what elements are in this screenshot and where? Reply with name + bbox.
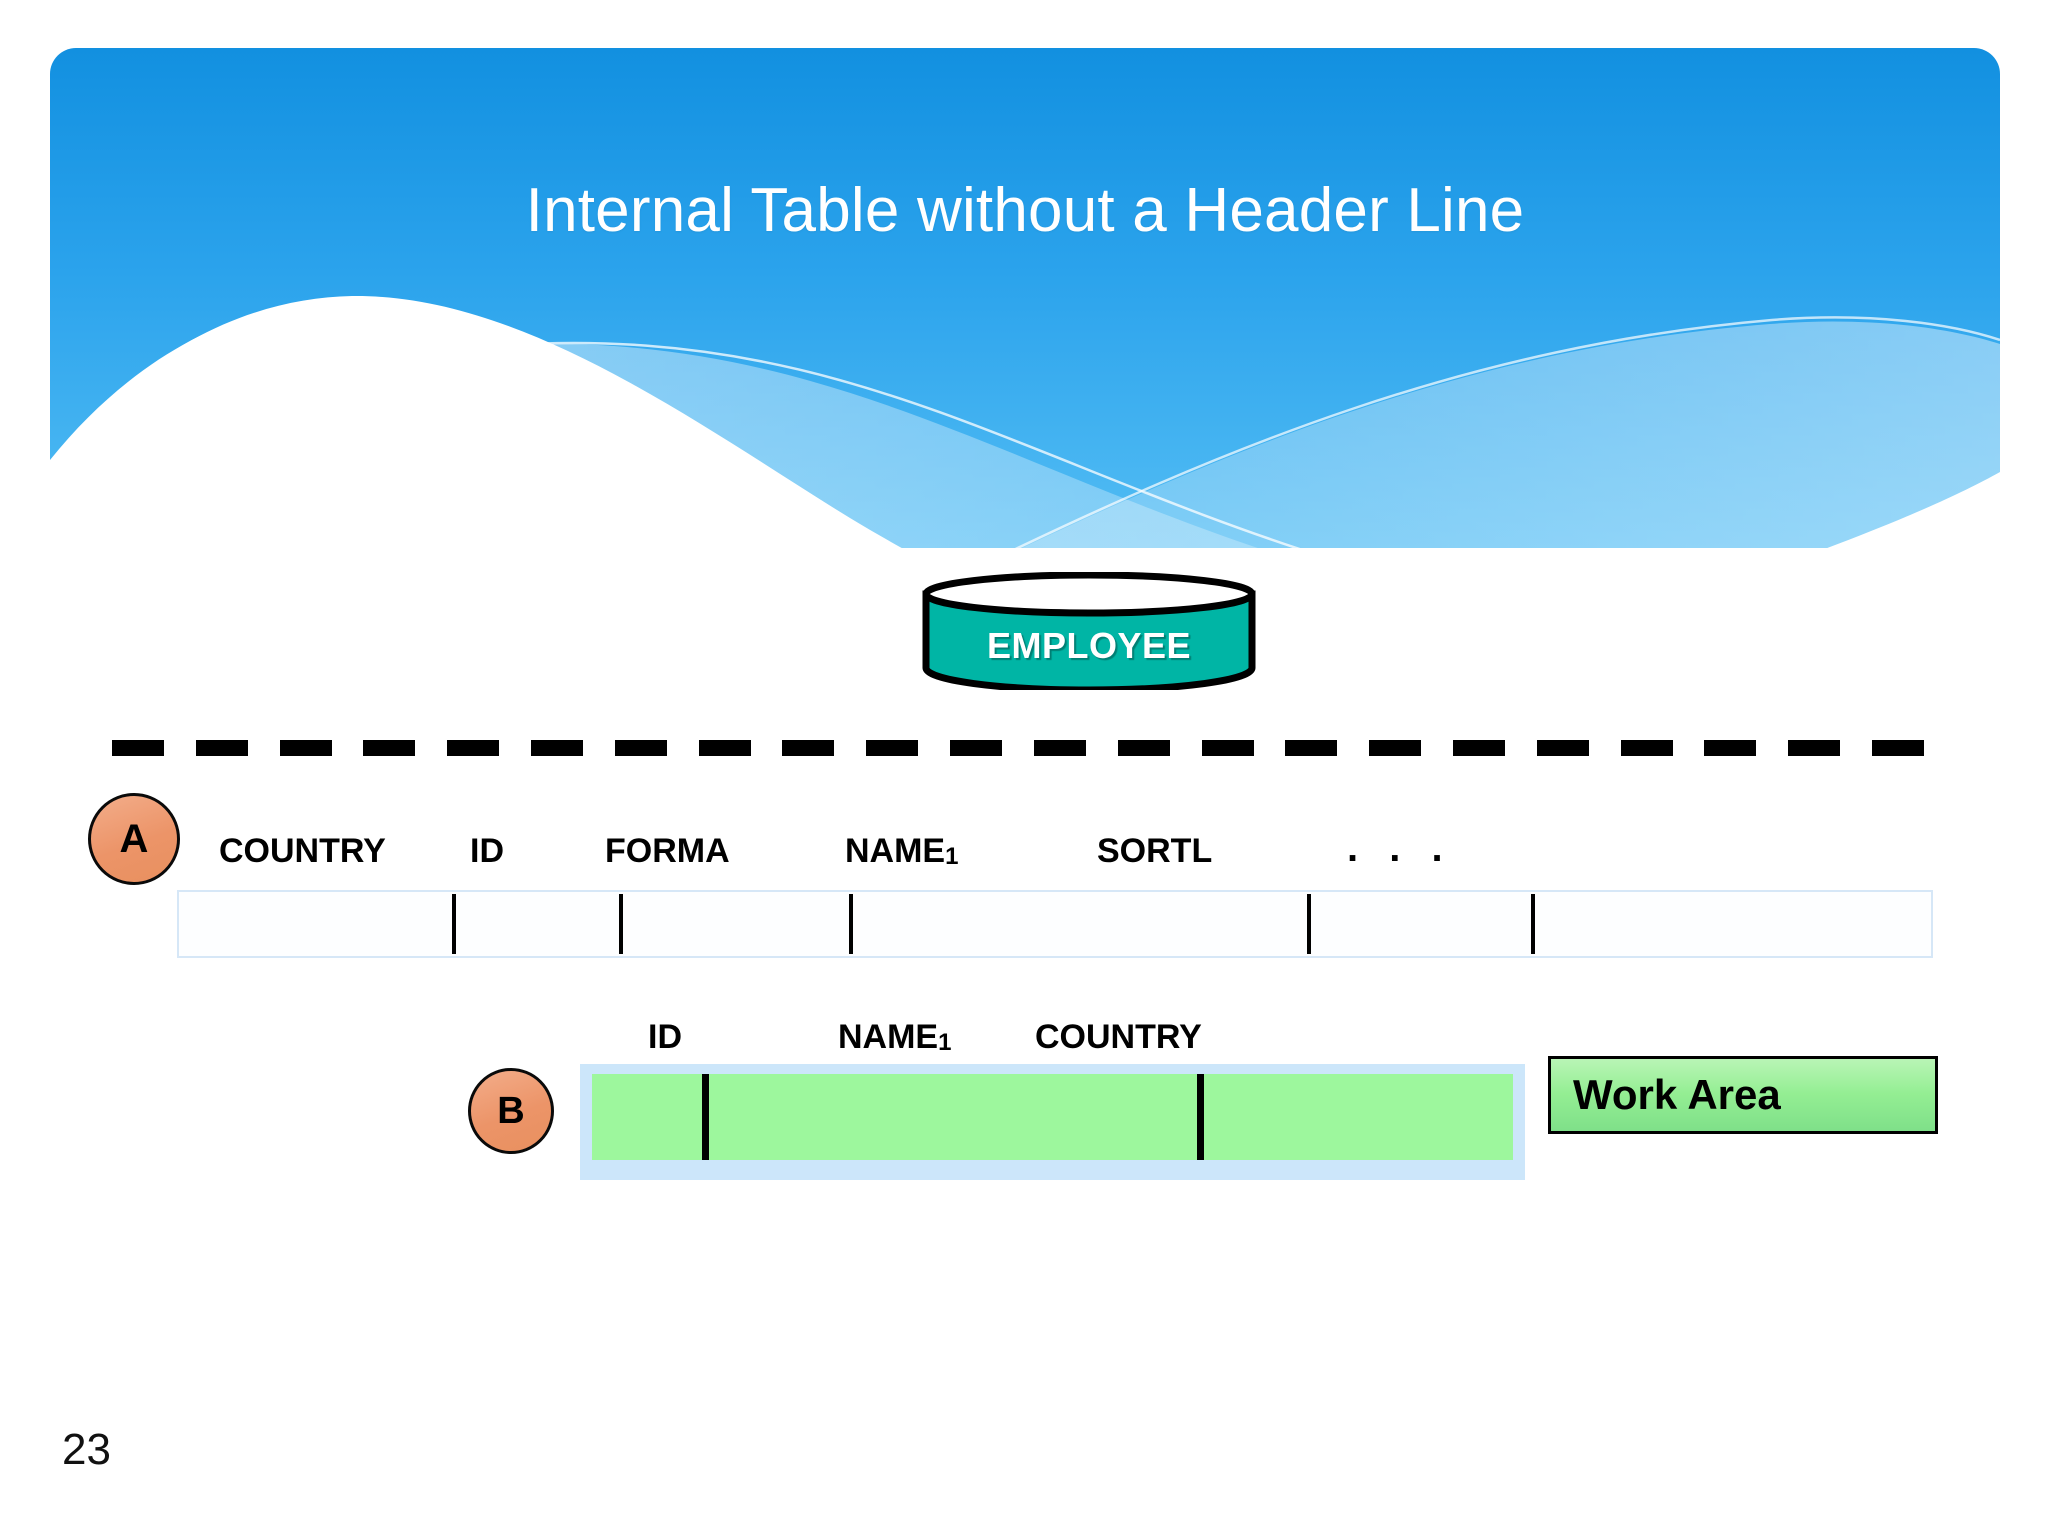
dash-segment [195, 740, 248, 756]
header-wave-graphic [50, 48, 2000, 548]
dash-segment [1452, 740, 1505, 756]
column-divider [1531, 894, 1535, 954]
work-area-legend-label: Work Area [1573, 1071, 1781, 1118]
dash-segment [782, 740, 835, 756]
column-subscript: 1 [938, 1029, 952, 1056]
column-divider [849, 894, 853, 954]
marker-b: B [468, 1068, 554, 1154]
dash-segment [1033, 740, 1086, 756]
column-divider [452, 894, 456, 954]
wa-column-divider [1197, 1074, 1204, 1160]
dash-segment [1536, 740, 1589, 756]
dash-segment [447, 740, 500, 756]
wa-column-header-country: COUNTRY [1035, 1018, 1202, 1056]
column-divider [1307, 894, 1311, 954]
dash-segment [1620, 740, 1673, 756]
dash-segment [698, 740, 751, 756]
dash-segment [279, 740, 332, 756]
dash-segment [1704, 740, 1757, 756]
work-area-column-headers: ID NAME1 COUNTRY [580, 1018, 1480, 1064]
wa-column-header-name: NAME1 [838, 1018, 952, 1056]
dash-segment [1201, 740, 1254, 756]
marker-a: A [88, 793, 180, 885]
column-header-name: NAME1 [845, 832, 959, 870]
dash-segment [614, 740, 667, 756]
work-area-row [580, 1064, 1525, 1180]
column-header-forma: FORMA [605, 832, 730, 870]
page-title: Internal Table without a Header Line [525, 176, 1525, 245]
dash-segment [866, 740, 919, 756]
internal-table-row [177, 890, 1933, 958]
dash-segment [363, 740, 416, 756]
dash-segment [1285, 740, 1338, 756]
page-number: 23 [62, 1425, 111, 1474]
wa-column-header-id: ID [648, 1018, 682, 1056]
dash-segment [112, 740, 164, 756]
dash-segment [1872, 740, 1924, 756]
dashed-separator [112, 740, 1924, 756]
dash-segment [1117, 740, 1170, 756]
database-label: EMPLOYEE [986, 625, 1192, 666]
internal-table-column-headers: COUNTRY ID FORMA NAME1 SORTL . . . [177, 826, 1677, 880]
column-subscript: 1 [945, 843, 959, 870]
column-header-sortl: SORTL [1097, 832, 1213, 870]
dash-segment [1788, 740, 1841, 756]
dash-segment [1369, 740, 1422, 756]
column-divider [619, 894, 623, 954]
column-header-ellipsis: . . . [1347, 826, 1453, 870]
work-area-row-inner [592, 1074, 1513, 1160]
column-header-id: ID [470, 832, 504, 870]
slide-header-banner [50, 48, 2000, 548]
database-cylinder-icon [920, 572, 1258, 690]
column-header-country: COUNTRY [219, 832, 386, 870]
dash-segment [950, 740, 1003, 756]
work-area-legend-box: Work Area [1548, 1056, 1938, 1134]
dash-segment [531, 740, 584, 756]
wa-column-divider [702, 1074, 709, 1160]
